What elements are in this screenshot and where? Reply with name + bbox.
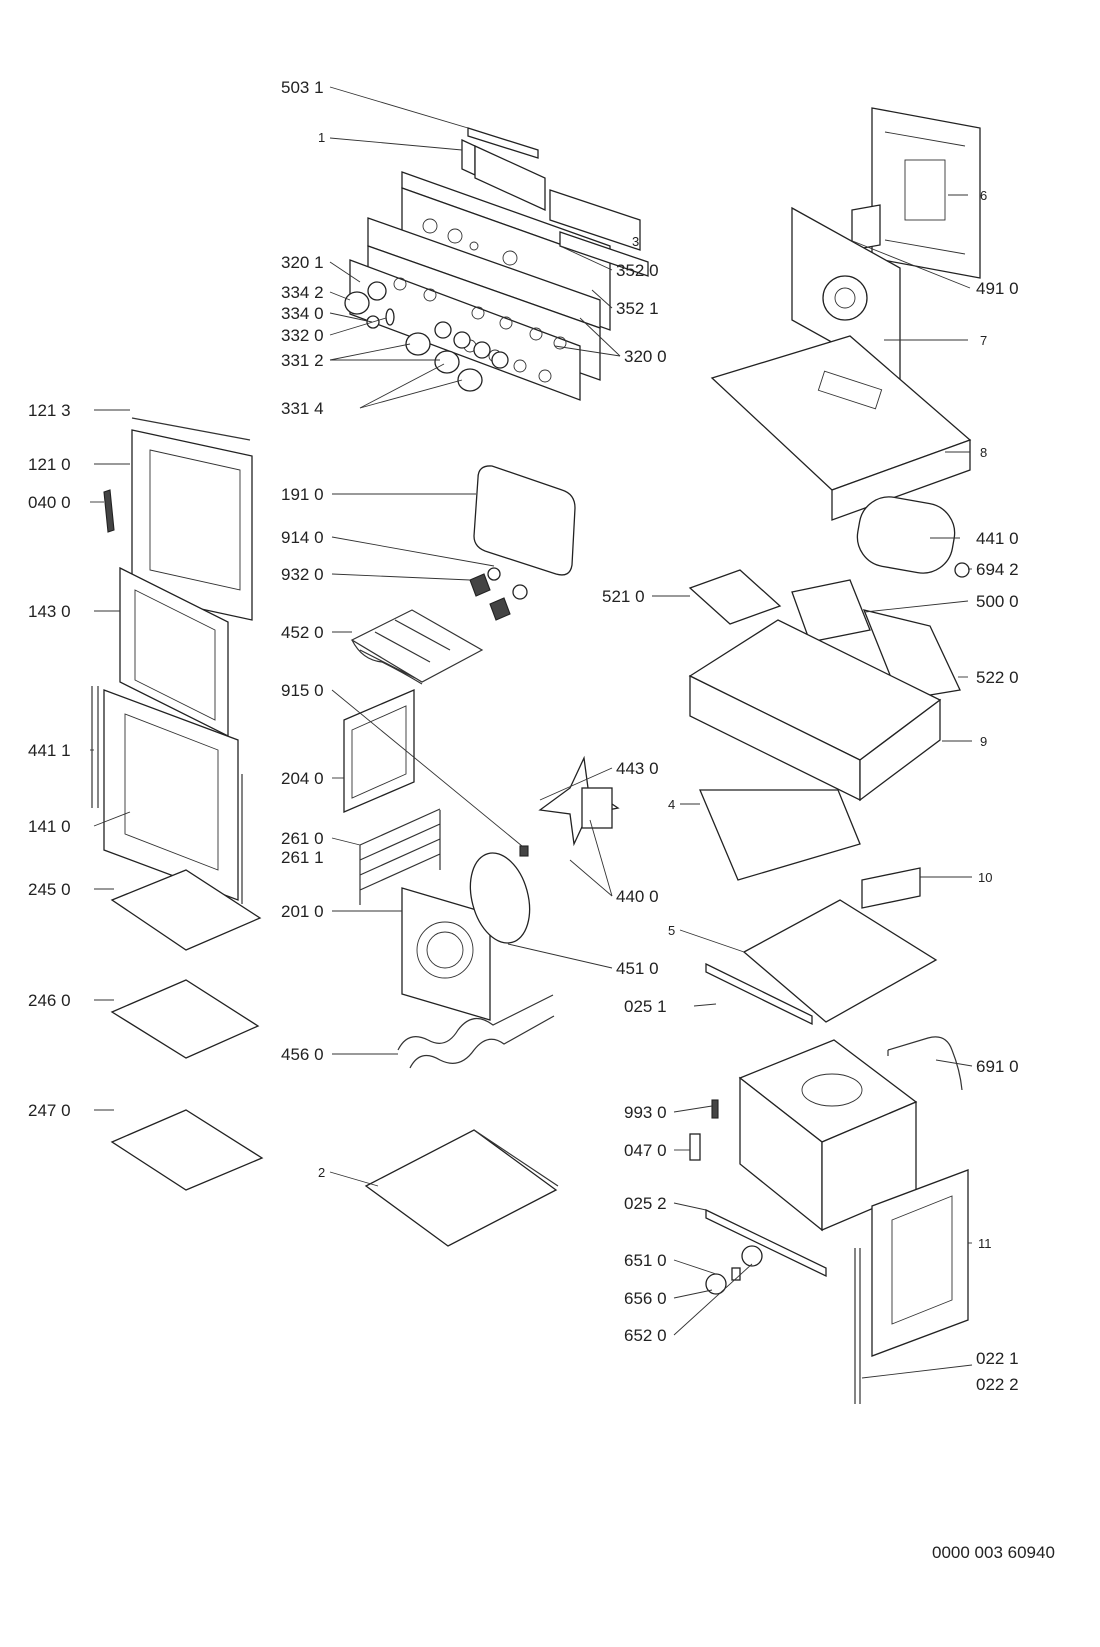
label-040-0: 040 0: [28, 493, 71, 512]
label-491-0: 491 0: [976, 279, 1019, 298]
label-652-0: 652 0: [624, 1326, 667, 1345]
part-labels: 503 1 1 3 320 1 352 0 334 2 334 0 352 1 …: [28, 78, 1019, 1394]
label-025-1: 025 1: [624, 997, 667, 1016]
label-191-0: 191 0: [281, 485, 324, 504]
label-121-0: 121 0: [28, 455, 71, 474]
control-panel-group: [344, 127, 649, 401]
label-914-0: 914 0: [281, 528, 324, 547]
label-352-1: 352 1: [616, 299, 659, 318]
drawing-number: 0000 003 60940: [932, 1543, 1055, 1562]
rear-panel-group: [710, 107, 981, 521]
label-691-0: 691 0: [976, 1057, 1019, 1076]
label-1: 1: [318, 130, 325, 145]
label-6: 6: [980, 188, 987, 203]
label-331-2: 331 2: [281, 351, 324, 370]
label-320-1: 320 1: [281, 253, 324, 272]
label-047-0: 047 0: [624, 1141, 667, 1160]
label-4: 4: [668, 797, 675, 812]
label-201-0: 201 0: [281, 902, 324, 921]
label-694-2: 694 2: [976, 560, 1019, 579]
label-022-1: 022 1: [976, 1349, 1019, 1368]
oven-door-group: [91, 417, 264, 1191]
label-452-0: 452 0: [281, 623, 324, 642]
label-121-3: 121 3: [28, 401, 71, 420]
leader-lines: [90, 86, 973, 1379]
label-204-0: 204 0: [281, 769, 324, 788]
label-022-2: 022 2: [976, 1375, 1019, 1394]
label-143-0: 143 0: [28, 602, 71, 621]
label-441-1: 441 1: [28, 741, 71, 760]
label-521-0: 521 0: [602, 587, 645, 606]
label-915-0: 915 0: [281, 681, 324, 700]
label-141-0: 141 0: [28, 817, 71, 836]
label-7: 7: [980, 333, 987, 348]
label-247-0: 247 0: [28, 1101, 71, 1120]
label-2: 2: [318, 1165, 325, 1180]
label-932-0: 932 0: [281, 565, 324, 584]
label-522-0: 522 0: [976, 668, 1019, 687]
label-5: 5: [668, 923, 675, 938]
label-8: 8: [980, 445, 987, 460]
label-332-0: 332 0: [281, 326, 324, 345]
label-10: 10: [978, 870, 992, 885]
label-025-2: 025 2: [624, 1194, 667, 1213]
label-9: 9: [980, 734, 987, 749]
label-246-0: 246 0: [28, 991, 71, 1010]
label-261-0: 261 0: [281, 829, 324, 848]
electronics-chassis-group: [688, 496, 970, 1091]
label-456-0: 456 0: [281, 1045, 324, 1064]
label-352-0: 352 0: [616, 261, 659, 280]
label-331-4: 331 4: [281, 399, 324, 418]
label-500-0: 500 0: [976, 592, 1019, 611]
label-451-0: 451 0: [616, 959, 659, 978]
label-334-0: 334 0: [281, 304, 324, 323]
label-245-0: 245 0: [28, 880, 71, 899]
label-441-0: 441 0: [976, 529, 1019, 548]
label-503-1: 503 1: [281, 78, 324, 97]
label-993-0: 993 0: [624, 1103, 667, 1122]
label-656-0: 656 0: [624, 1289, 667, 1308]
label-3: 3: [632, 234, 639, 249]
label-440-0: 440 0: [616, 887, 659, 906]
cavity-parts-group: [343, 465, 620, 1247]
label-11: 11: [978, 1236, 992, 1251]
label-320-0: 320 0: [624, 347, 667, 366]
label-334-2: 334 2: [281, 283, 324, 302]
label-651-0: 651 0: [624, 1251, 667, 1270]
label-443-0: 443 0: [616, 759, 659, 778]
oven-cavity-box-group: [689, 1039, 969, 1404]
label-261-1: 261 1: [281, 848, 324, 867]
